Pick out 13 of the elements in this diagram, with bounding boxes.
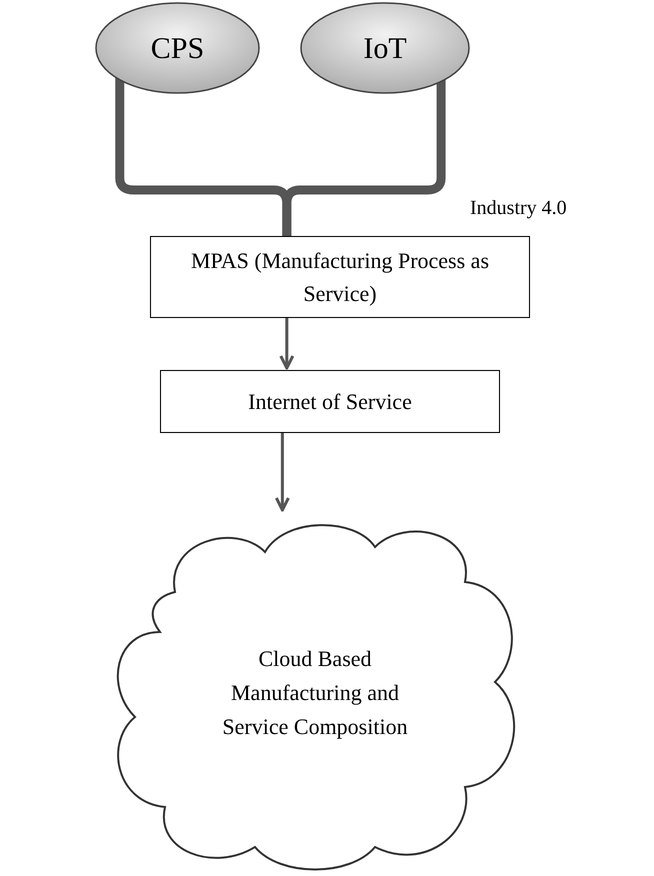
group-label: Industry 4.0 [470, 196, 567, 221]
connector-line [282, 78, 446, 236]
ellipse-node [300, 2, 470, 94]
node-text: MPAS (Manufacturing Process as Service) [190, 247, 490, 308]
ellipse-node [95, 2, 260, 94]
node-text: IoT [362, 30, 408, 66]
arrow [279, 318, 294, 370]
node-text: Internet of Service [247, 388, 413, 416]
node-text: CPS [150, 30, 206, 66]
process-box [150, 236, 530, 318]
node-text: Cloud Based Manufacturing and Service Composition [221, 644, 409, 742]
arrow [274, 433, 290, 512]
process-box [160, 370, 500, 433]
